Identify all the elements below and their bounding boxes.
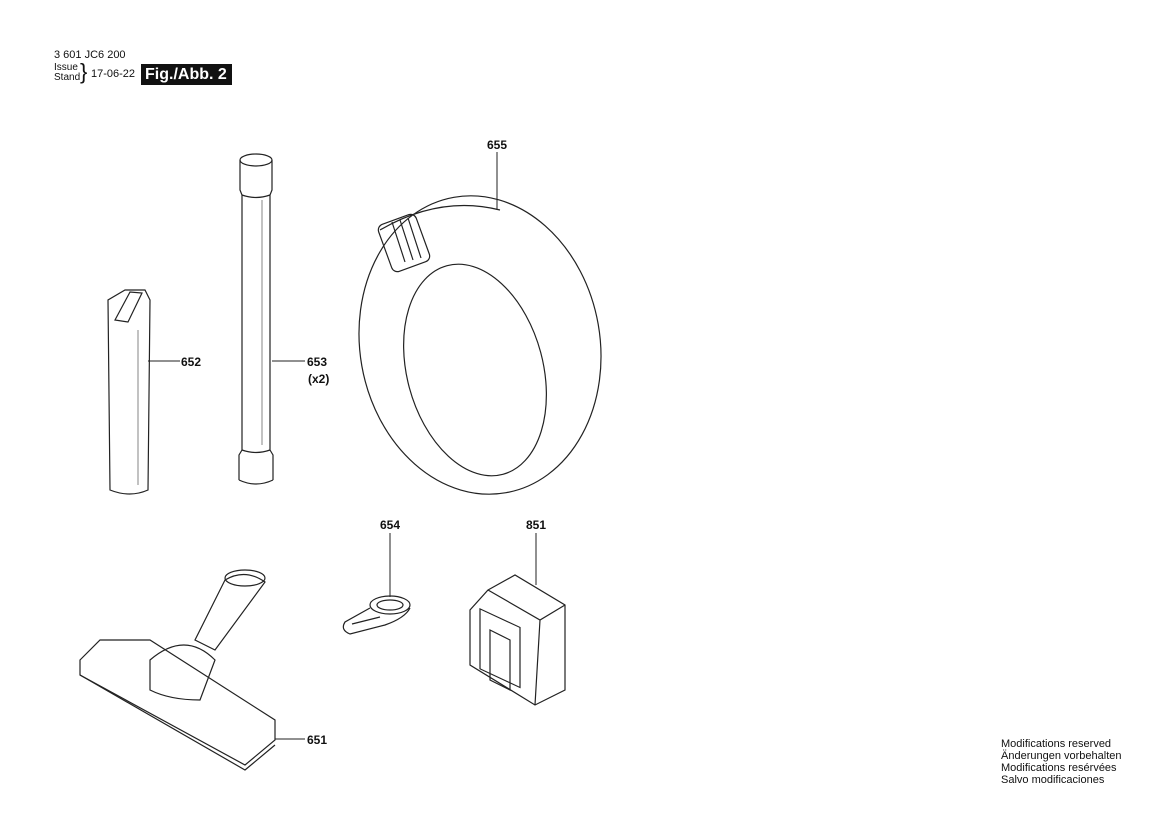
part-652-crevice-nozzle-drawing [107,289,151,495]
part-label-654: 654 [380,518,401,532]
part-label-655: 655 [487,138,508,152]
issue-label: Issue [54,62,78,73]
notice-fr: Modifications resérvées [1001,762,1117,774]
issue-date: 17-06-22 [91,68,136,80]
part-qty-653: (x2) [308,372,330,386]
part-label-851: 851 [526,518,547,532]
notice-de: Änderungen vorbehalten [1001,750,1122,762]
part-label-652: 652 [181,355,202,369]
modifications-notice: Modifications reserved Änderungen vorbeh… [1001,738,1121,786]
issue-stand-label: Issue Stand [54,63,80,83]
part-label-653: 653 [307,355,328,369]
document-number: 3 601 JC6 200 [54,49,126,61]
part-651-floor-nozzle-drawing [79,569,276,771]
part-851-battery-drawing [469,574,566,706]
part-654-holder-drawing [342,595,411,635]
brace-glyph: } [80,59,88,84]
figure-label: Fig./Abb. 2 [141,64,232,85]
part-655-hose-drawing [358,195,602,495]
notice-es: Salvo modificaciones [1001,774,1105,786]
part-653-tube-drawing [238,153,274,485]
stand-label: Stand [54,72,81,83]
part-label-651: 651 [307,733,328,747]
leader-lines [148,152,537,740]
notice-en: Modifications reserved [1001,738,1112,750]
